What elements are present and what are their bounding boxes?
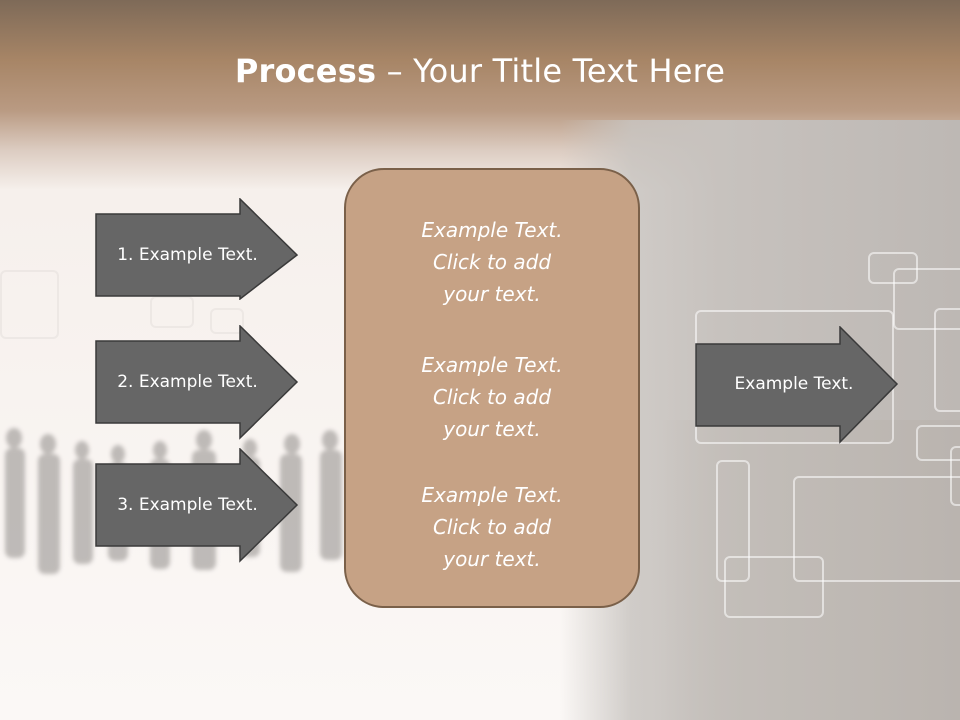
center-line: Click to add [432, 385, 552, 409]
arrow-output[interactable]: Example Text. [695, 326, 900, 444]
title-rest: – Your Title Text Here [376, 52, 726, 90]
arrow-shape [95, 198, 299, 300]
arrow-step-1[interactable]: 1. Example Text. [95, 198, 300, 300]
center-line: Example Text. [421, 483, 563, 507]
decorative-square [150, 296, 194, 328]
center-line: Click to add [432, 250, 552, 274]
center-line: Example Text. [421, 353, 563, 377]
arrow-step-2[interactable]: 2. Example Text. [95, 325, 300, 440]
decorative-square [724, 556, 824, 618]
slide-title[interactable]: Process – Your Title Text Here [0, 52, 960, 90]
decorative-square [0, 270, 59, 339]
decorative-square [210, 308, 244, 334]
center-line: Click to add [432, 515, 552, 539]
title-bold: Process [234, 52, 377, 90]
arrow-label: 3. Example Text. [117, 495, 258, 515]
arrow-shape [695, 326, 899, 444]
arrow-shape [95, 325, 299, 440]
center-text-block-1: Example Text. Click to add your text. [346, 214, 638, 310]
center-line: Example Text. [421, 218, 563, 242]
decorative-square [950, 446, 960, 506]
arrow-shape [95, 448, 299, 563]
arrow-label: 2. Example Text. [117, 372, 258, 392]
center-line: your text. [443, 417, 541, 441]
center-text-box[interactable]: Example Text. Click to add your text. Ex… [344, 168, 640, 608]
center-line: your text. [443, 282, 541, 306]
arrow-label: 1. Example Text. [117, 245, 258, 265]
arrow-step-3[interactable]: 3. Example Text. [95, 448, 300, 563]
center-line: your text. [443, 547, 541, 571]
background-panel-lower [660, 420, 960, 720]
decorative-square [716, 460, 750, 582]
decorative-square [793, 476, 960, 582]
decorative-square [893, 268, 960, 330]
decorative-square [916, 425, 960, 461]
arrow-label: Example Text. [734, 374, 854, 394]
center-text-block-3: Example Text. Click to add your text. [346, 479, 638, 575]
center-text-block-2: Example Text. Click to add your text. [346, 349, 638, 445]
decorative-square [868, 252, 918, 284]
decorative-square [934, 308, 960, 412]
